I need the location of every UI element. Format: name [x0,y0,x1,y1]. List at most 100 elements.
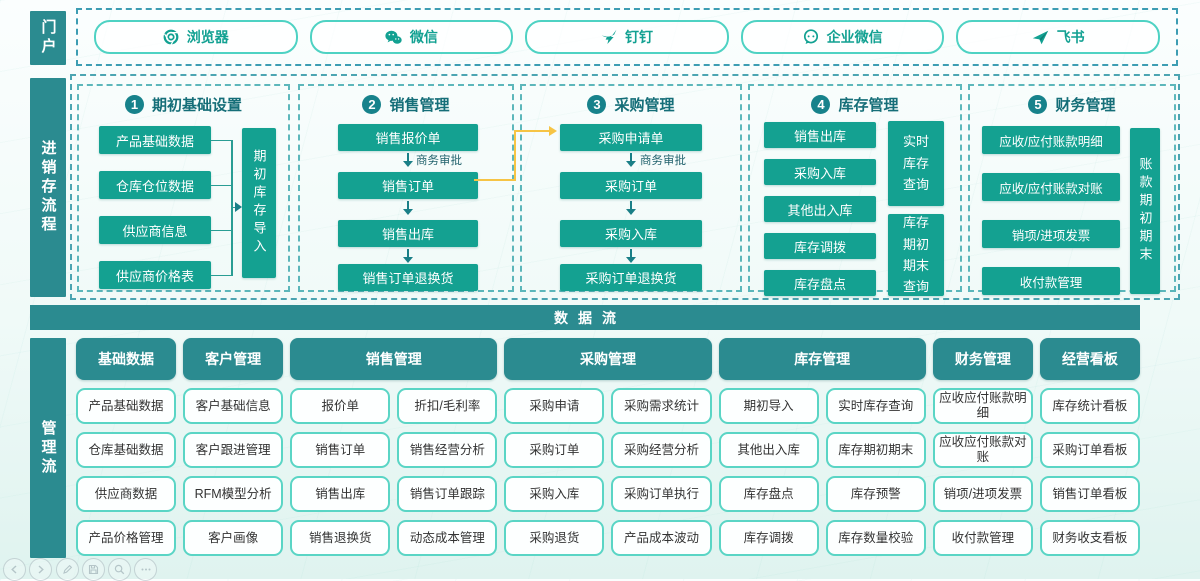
mgmt-card: 销售出库 [290,476,391,512]
mgmt-card: 报价单 [290,388,391,424]
portal-item-browser: 浏览器 [94,20,298,54]
flow-box: 应收/应付账款明细 [982,126,1120,154]
process-col-title: 3 采购管理 [522,94,740,115]
flow-box: 库存盘点 [764,270,876,296]
mgmt-card: 应收应付账款对账 [932,432,1033,468]
mgmt-card: 库存期初期末 [825,432,926,468]
flow-box: 仓库仓位数据 [99,171,211,199]
mgmt-card: 库存盘点 [718,476,819,512]
process-section-label: 进销存流程 [30,78,66,297]
mgmt-card: 产品成本波动 [611,520,712,556]
yellow-connector-segment [514,130,516,181]
mgmt-card: 产品基础数据 [76,388,177,424]
arrow-down-icon [626,201,636,215]
connector-line [211,229,231,231]
mgmt-card: 采购入库 [504,476,605,512]
flow-box: 采购订单 [560,172,702,199]
arrow-right-icon [38,565,44,574]
process-col-title: 2 销售管理 [300,94,512,115]
edit-button[interactable] [56,558,79,581]
mgmt-card: 销售订单跟踪 [397,476,498,512]
flow-box: 供应商信息 [99,216,211,244]
side-box-initial-inventory-import: 期初库存导入 [242,128,276,278]
management-section-label: 管理流 [30,338,66,558]
group-header-purchase: 采购管理 [504,338,712,380]
feishu-icon [1032,30,1049,45]
process-col-purchase: 3 采购管理 采购申请单 商务审批 采购订单 采购入库 采购订单退换货 [520,84,742,292]
mgmt-card: 收付款管理 [932,520,1033,556]
magnifier-icon [114,564,125,575]
ellipsis-icon [141,568,150,571]
save-button[interactable] [82,558,105,581]
mgmt-card: 库存预警 [825,476,926,512]
mgmt-card: 产品价格管理 [76,520,177,556]
mgmt-card: 销售订单 [290,432,391,468]
connector-line [211,139,231,141]
mgmt-card: 其他出入库 [718,432,819,468]
group-header-sales: 销售管理 [290,338,498,380]
flow-box: 销售订单退换货 [338,264,478,291]
arrow-down-icon [403,153,413,167]
mgmt-card: 财务收支看板 [1039,520,1140,556]
mgmt-card: 客户画像 [183,520,284,556]
group-header-basic-data: 基础数据 [76,338,177,380]
arrow-right-icon [235,202,242,212]
flow-box: 供应商价格表 [99,261,211,289]
mgmt-card: 销售经营分析 [397,432,498,468]
mgmt-card: 销售订单看板 [1039,476,1140,512]
more-options-button[interactable] [134,558,157,581]
next-slide-button[interactable] [29,558,52,581]
portal-item-wecom: 企业微信 [740,20,945,54]
portal-item-feishu: 飞书 [956,20,1160,54]
process-col-initial-setup: 1 期初基础设置 产品基础数据 仓库仓位数据 供应商信息 供应商价格表 期初库存… [77,84,290,292]
mgmt-card: 库存统计看板 [1039,388,1140,424]
portal-item-label: 企业微信 [826,29,883,45]
step-number-badge: 3 [587,95,607,114]
approval-label: 商务审批 [416,155,462,167]
mgmt-card: 库存数量校验 [825,520,926,556]
mgmt-card: 采购经营分析 [611,432,712,468]
data-flow-bar: 数据流 [30,305,1140,330]
mgmt-card: 采购订单 [504,432,605,468]
step-number-badge: 5 [1028,95,1048,114]
yellow-connector-segment [514,130,550,132]
mgmt-card: 采购申请 [504,388,605,424]
previous-slide-button[interactable] [3,558,26,581]
connector-line [211,274,231,276]
group-header-finance: 财务管理 [932,338,1033,380]
mgmt-card: 采购订单看板 [1039,432,1140,468]
flow-box: 销售报价单 [338,124,478,151]
floppy-icon [88,564,99,575]
flow-box: 采购入库 [764,159,876,185]
zoom-button[interactable] [108,558,131,581]
wecom-icon [803,29,819,45]
mgmt-card: 动态成本管理 [397,520,498,556]
portal-item-dingtalk: 钉钉 [525,20,729,54]
process-col-title: 1 期初基础设置 [79,94,288,115]
portal-section-label: 门户 [30,11,66,65]
flow-box: 采购入库 [560,220,702,247]
flow-box: 采购订单退换货 [560,264,702,291]
process-col-finance: 5 财务管理 应收/应付账款明细 应收/应付账款对账 销项/进项发票 收付款管理… [968,84,1176,295]
mgmt-card: 仓库基础数据 [76,432,177,468]
mgmt-card: 折扣/毛利率 [397,388,498,424]
flow-box: 应收/应付账款对账 [982,173,1120,201]
mgmt-card: 库存调拨 [718,520,819,556]
yellow-connector-segment [474,179,514,181]
arrow-down-icon [626,153,636,167]
mgmt-card: 销项/进项发票 [932,476,1033,512]
arrow-down-icon [403,201,413,215]
group-header-inventory: 库存管理 [718,338,926,380]
mgmt-card: 采购退货 [504,520,605,556]
side-box-account-period: 账款期初期末 [1130,128,1160,294]
arrow-left-icon [11,565,17,574]
step-number-badge: 4 [811,95,831,114]
process-container: 1 期初基础设置 产品基础数据 仓库仓位数据 供应商信息 供应商价格表 期初库存… [70,74,1180,300]
wechat-icon [385,30,402,45]
mgmt-card: 期初导入 [718,388,819,424]
connector-line [211,184,231,186]
yellow-arrow-right-icon [549,126,557,136]
side-box-period-inventory-query: 库存期初期末查询 [888,214,944,296]
mgmt-card: 供应商数据 [76,476,177,512]
portal-item-label: 飞书 [1056,29,1085,45]
